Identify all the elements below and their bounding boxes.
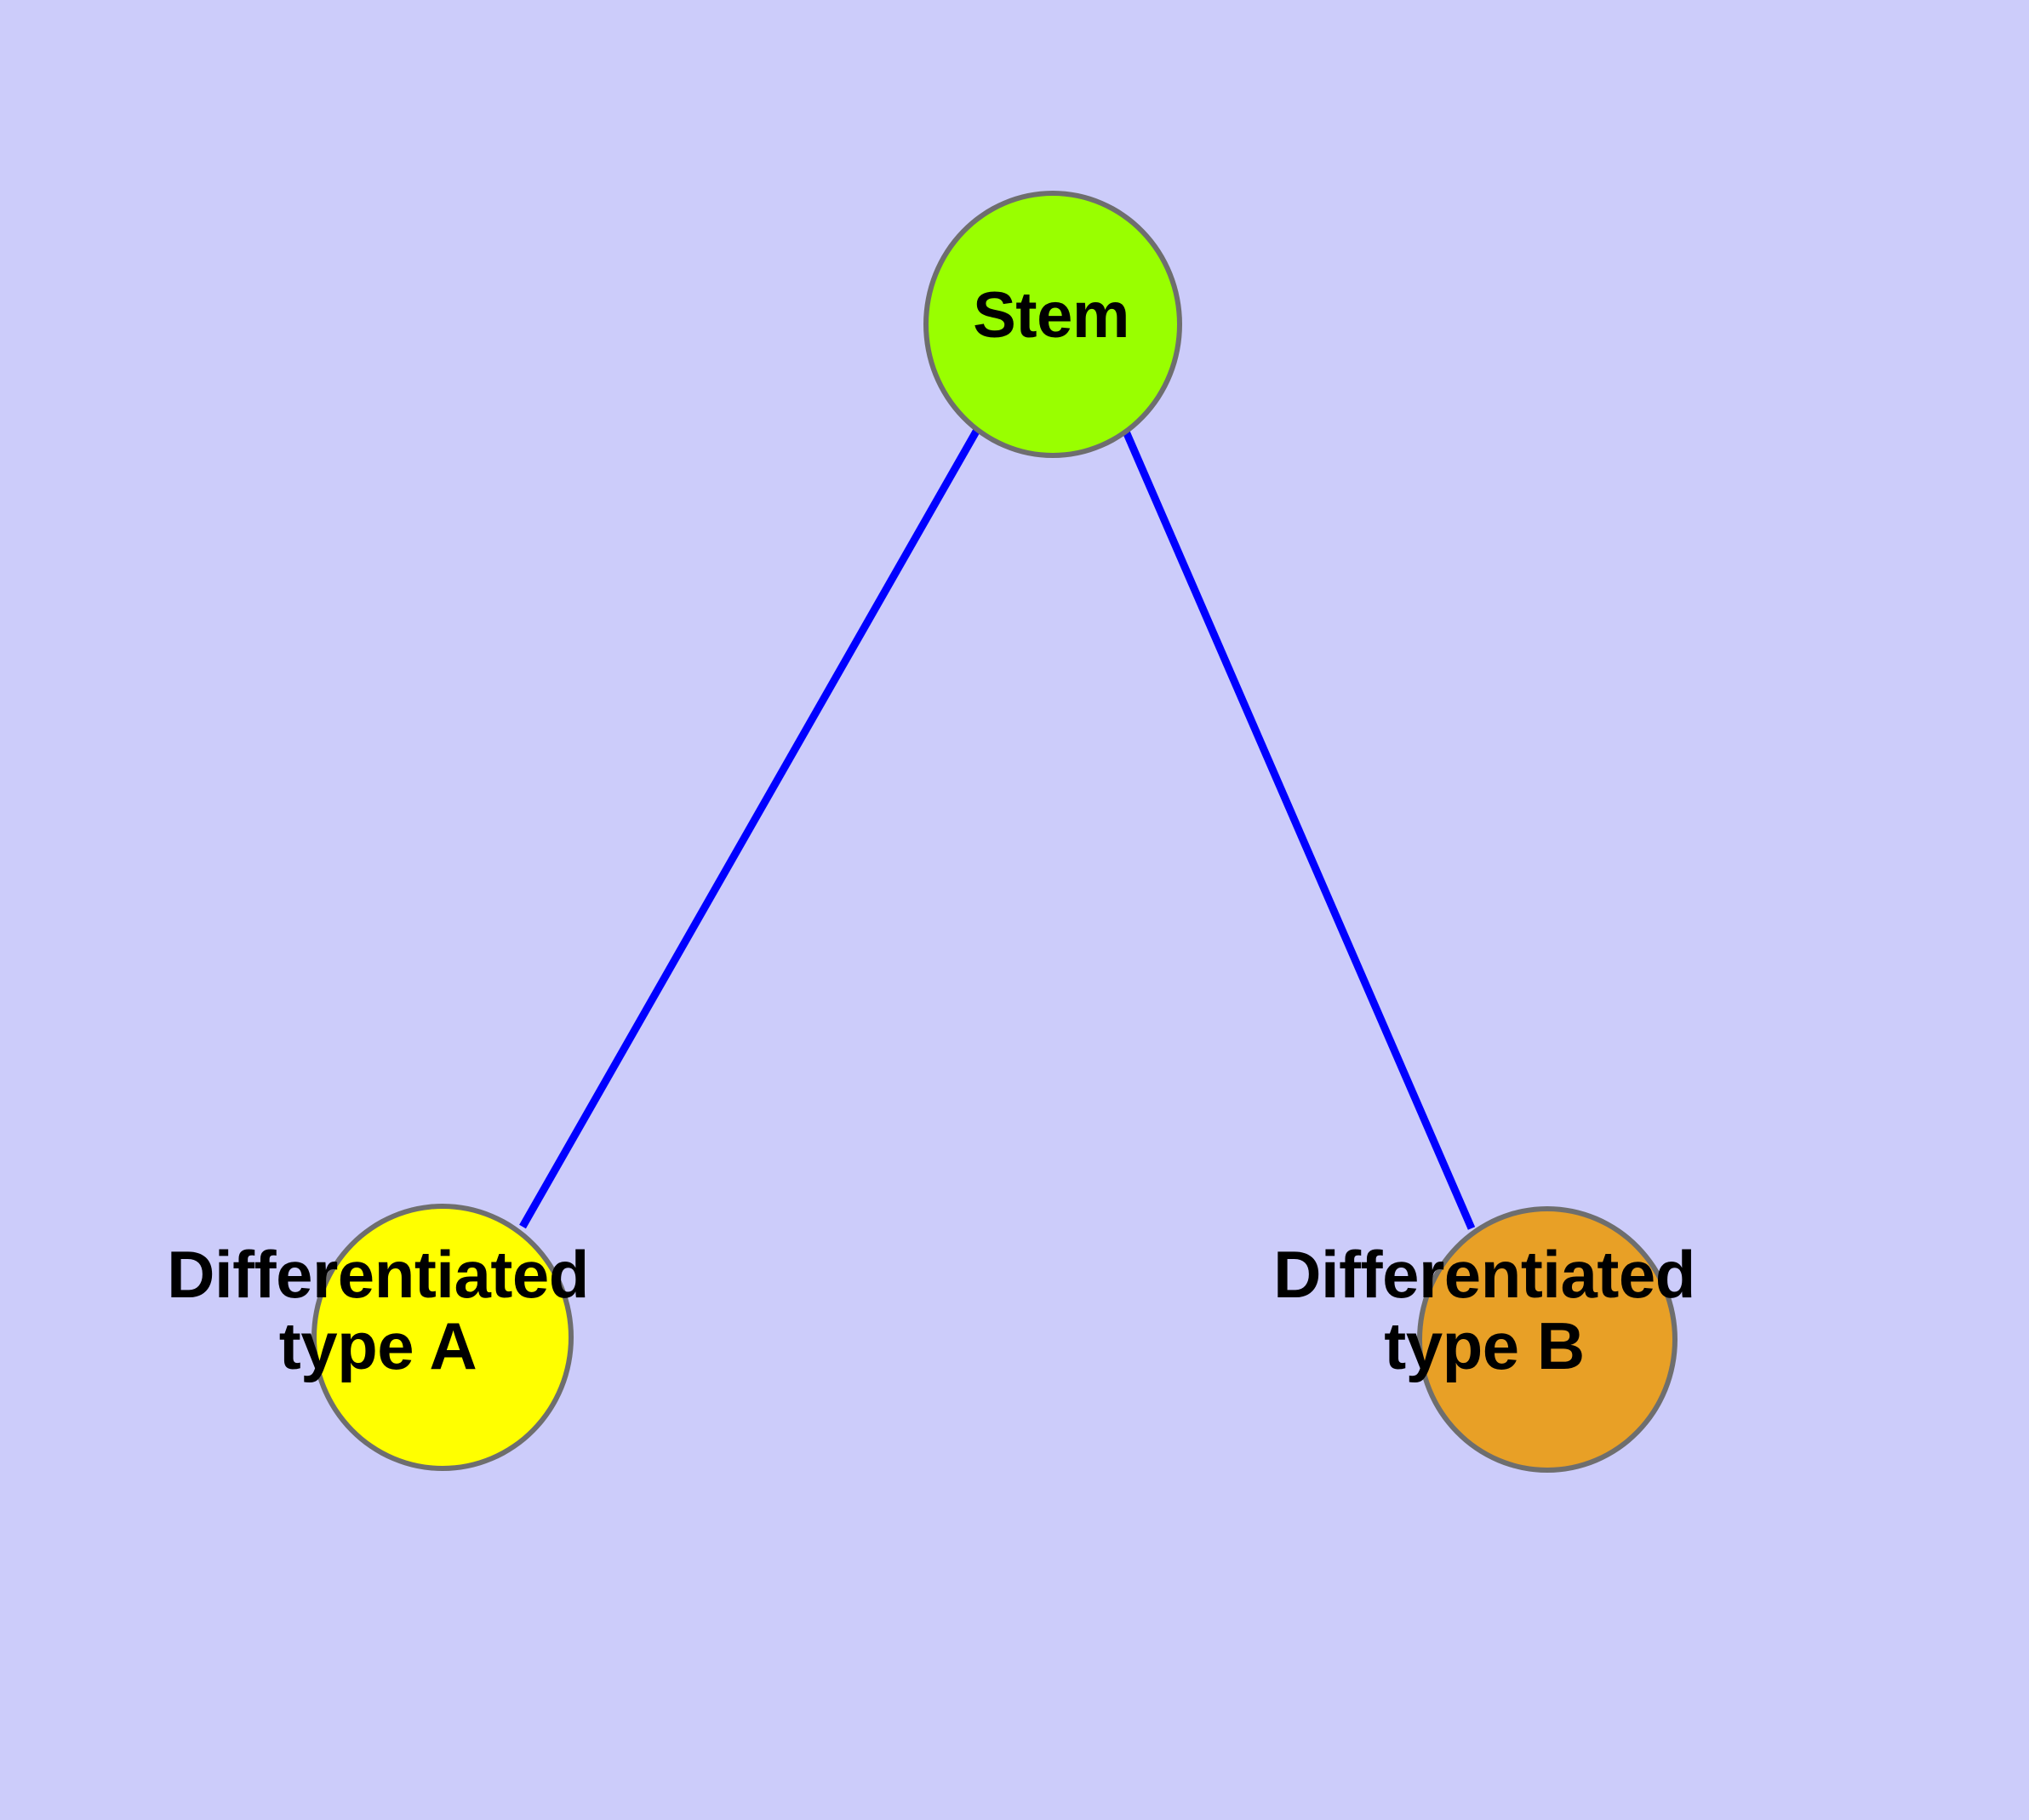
node-stem[interactable] [923, 191, 1182, 458]
node-differentiated-type-b[interactable] [1417, 1206, 1677, 1473]
edge-stem-to-differentiated-type-a [519, 427, 980, 1229]
node-differentiated-type-a[interactable] [311, 1204, 574, 1471]
edge-stem-to-differentiated-type-b [1122, 430, 1476, 1230]
